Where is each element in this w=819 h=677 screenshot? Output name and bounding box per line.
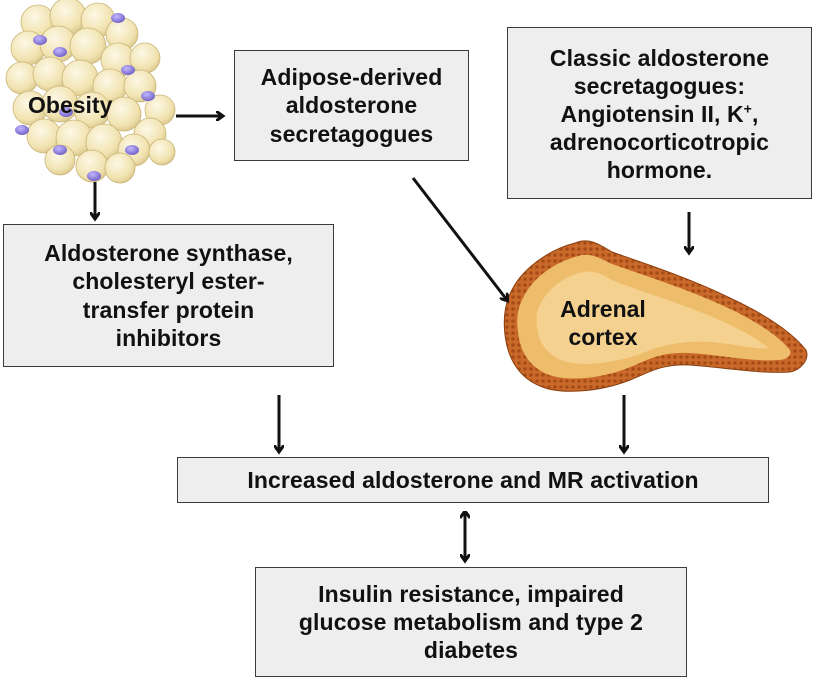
adipocyte-cells	[5, 0, 176, 184]
insulin-line-1: Insulin resistance, impaired	[318, 580, 624, 607]
adipose-secretagogues-box: Adipose-derived aldosterone secretagogue…	[234, 50, 469, 161]
adipocyte-nucleus	[87, 171, 101, 181]
adipocyte-nucleus	[111, 13, 125, 23]
adipocyte-nucleus	[53, 47, 67, 57]
potassium-superscript: +	[743, 100, 752, 117]
insulin-line-3: diabetes	[423, 637, 519, 664]
inhibitors-line-2: cholesteryl ester-	[72, 268, 265, 295]
adipocyte-nucleus	[53, 145, 67, 155]
adipocyte-nucleus	[121, 65, 135, 75]
adrenal-cortex-label: Adrenal cortex	[543, 296, 663, 351]
inhibitors-line-4: inhibitors	[115, 324, 222, 351]
classic-line-3: Angiotensin II, K+,	[550, 100, 769, 128]
classic-line-4: adrenocorticotropic	[549, 129, 770, 156]
adipocyte-cell	[148, 138, 176, 166]
arrow-adipose-to-adrenal	[411, 177, 507, 300]
adrenal-label-line-1: Adrenal	[560, 296, 646, 322]
adipocyte-nucleus	[125, 145, 139, 155]
insulin-resistance-box: Insulin resistance, impaired glucose met…	[255, 567, 687, 677]
adipocyte-nucleus	[33, 35, 47, 45]
adipocyte-cell	[106, 96, 142, 132]
adipose-line-2: aldosterone	[285, 92, 418, 119]
classic-line-3-comma: ,	[751, 100, 759, 127]
obesity-label: Obesity	[28, 92, 113, 118]
adipose-line-1: Adipose-derived	[260, 64, 443, 91]
classic-line-5: hormone.	[606, 157, 713, 184]
adipocyte-cell	[104, 152, 136, 184]
classic-line-1: Classic aldosterone	[549, 44, 770, 71]
classic-secretagogues-box: Classic aldosterone secretagogues: Angio…	[507, 27, 812, 199]
classic-line-3-text: Angiotensin II, K	[560, 100, 744, 127]
increased-aldosterone-box: Increased aldosterone and MR activation	[177, 457, 769, 503]
increased-aldosterone-label: Increased aldosterone and MR activation	[247, 466, 699, 493]
adipocyte-nucleus	[141, 91, 155, 101]
adrenal-inner-layer	[536, 271, 768, 364]
inhibitors-line-1: Aldosterone synthase,	[44, 240, 293, 267]
adipocyte-nucleus	[15, 125, 29, 135]
adipocyte-nucleus	[59, 107, 73, 117]
insulin-line-2: glucose metabolism and type 2	[298, 608, 644, 635]
classic-line-2: secretagogues:	[573, 72, 746, 99]
adipose-line-3: secretagogues	[269, 120, 434, 147]
inhibitors-box: Aldosterone synthase, cholesteryl ester-…	[3, 224, 334, 367]
adrenal-label-line-2: cortex	[568, 323, 638, 350]
inhibitors-line-3: transfer protein	[82, 296, 255, 323]
